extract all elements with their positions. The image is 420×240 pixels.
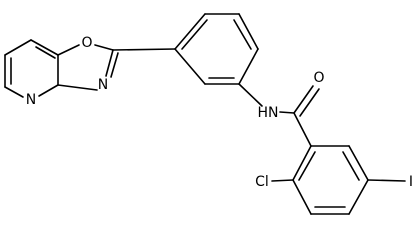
atom-label-oxygen-ring: O <box>81 35 92 51</box>
bond <box>348 179 369 215</box>
bond-nh-carbonyl <box>279 111 295 114</box>
bond <box>4 86 24 98</box>
bond <box>57 44 80 56</box>
bond <box>292 179 312 215</box>
bond <box>110 52 119 78</box>
atom-label-nitrogen-pyridine: N <box>26 92 36 108</box>
bond <box>38 84 59 97</box>
atom-label-amide-nh: HN <box>258 105 279 121</box>
oxazole-ring <box>57 44 119 91</box>
iodochlorophenyl-ring <box>292 145 369 215</box>
bond <box>35 46 56 59</box>
bond <box>238 48 259 85</box>
bond-phenyl-nh <box>238 83 263 107</box>
molecule-canvas: O N N O HN Cl I <box>4 13 413 215</box>
phenyl-ring <box>174 13 259 85</box>
bond-ring-cl <box>271 179 294 182</box>
bond <box>181 19 208 50</box>
bond <box>57 84 98 91</box>
bond-oxazole-phenyl <box>112 48 176 51</box>
bond <box>348 145 369 181</box>
bond-ring-i <box>367 179 406 182</box>
atom-label-nitrogen-ring: N <box>98 77 108 93</box>
structure-diagram: O N N O HN Cl I <box>4 13 413 215</box>
pyridine-ring <box>4 39 59 98</box>
carbonyl-double-bond <box>299 88 320 117</box>
bond <box>233 19 252 50</box>
bond <box>342 151 360 181</box>
bond-carbonyl-ring <box>293 112 312 147</box>
carbonyl-double-bond <box>293 85 314 114</box>
bond <box>30 39 59 56</box>
bond <box>4 39 32 56</box>
bond <box>298 151 316 181</box>
atom-label-chlorine: Cl <box>255 174 269 190</box>
bond <box>94 44 114 51</box>
bond <box>238 13 259 50</box>
bond <box>174 48 206 85</box>
atom-label-iodine: I <box>409 174 413 190</box>
bond <box>105 49 114 77</box>
bond <box>292 145 312 181</box>
atom-label-oxygen-carbonyl: O <box>313 70 324 86</box>
bond <box>174 13 206 50</box>
